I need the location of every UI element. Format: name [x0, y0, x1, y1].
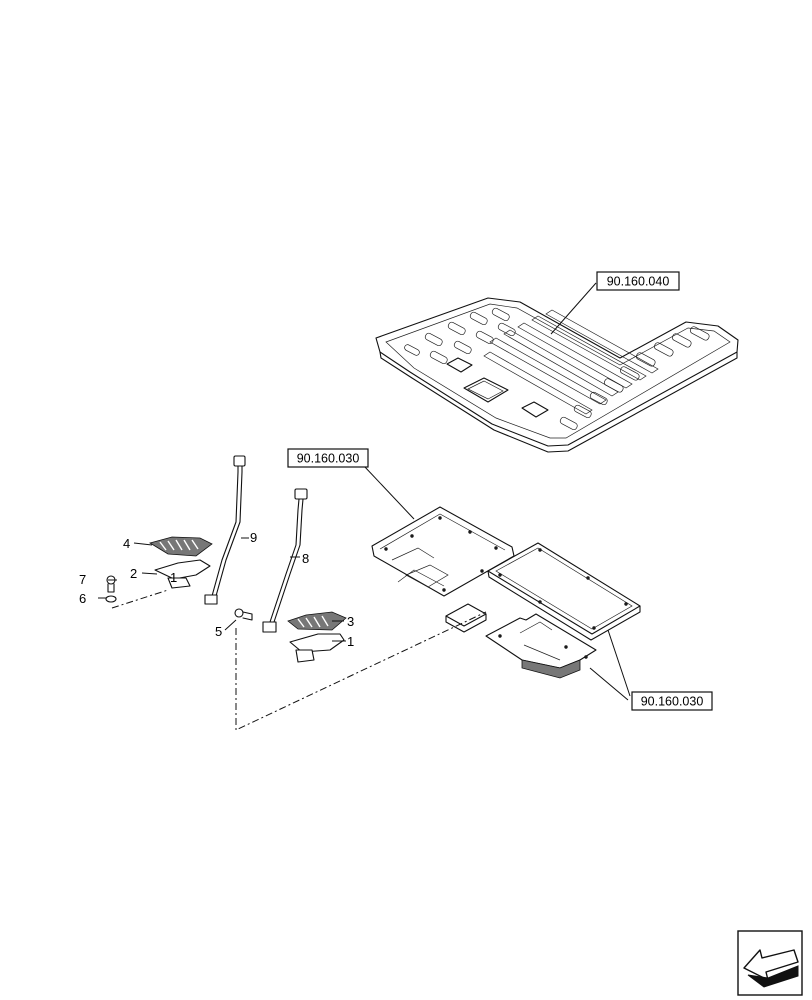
callout-item-6[interactable]: 6 — [79, 591, 86, 606]
ref-label-floor-plates-upper[interactable]: 90.160.030 — [297, 452, 360, 466]
floor-plate-right — [487, 542, 641, 641]
callout-item-5[interactable]: 5 — [215, 624, 222, 639]
callout-item-1-right[interactable]: 1 — [347, 634, 354, 649]
callout-item-9[interactable]: 9 — [250, 530, 257, 545]
callout-item-3[interactable]: 3 — [347, 614, 354, 629]
pedal-assembly-right — [224, 488, 487, 731]
floor-mat-assembly: 90.160.040 — [375, 271, 739, 453]
floor-plate-upper — [371, 506, 515, 597]
callout-item-7[interactable]: 7 — [79, 572, 86, 587]
ref-label-floor-mat[interactable]: 90.160.040 — [607, 275, 670, 289]
ref-label-floor-plates-lower[interactable]: 90.160.030 — [641, 695, 704, 709]
callout-item-2[interactable]: 2 — [130, 566, 137, 581]
callout-item-1-left[interactable]: 1 — [170, 570, 177, 585]
pedal-assembly-left — [98, 455, 249, 609]
callout-item-4[interactable]: 4 — [123, 536, 130, 551]
floor-plate-lower — [445, 603, 597, 679]
previous-page-arrow-icon[interactable] — [737, 930, 803, 996]
callout-item-8[interactable]: 8 — [302, 551, 309, 566]
